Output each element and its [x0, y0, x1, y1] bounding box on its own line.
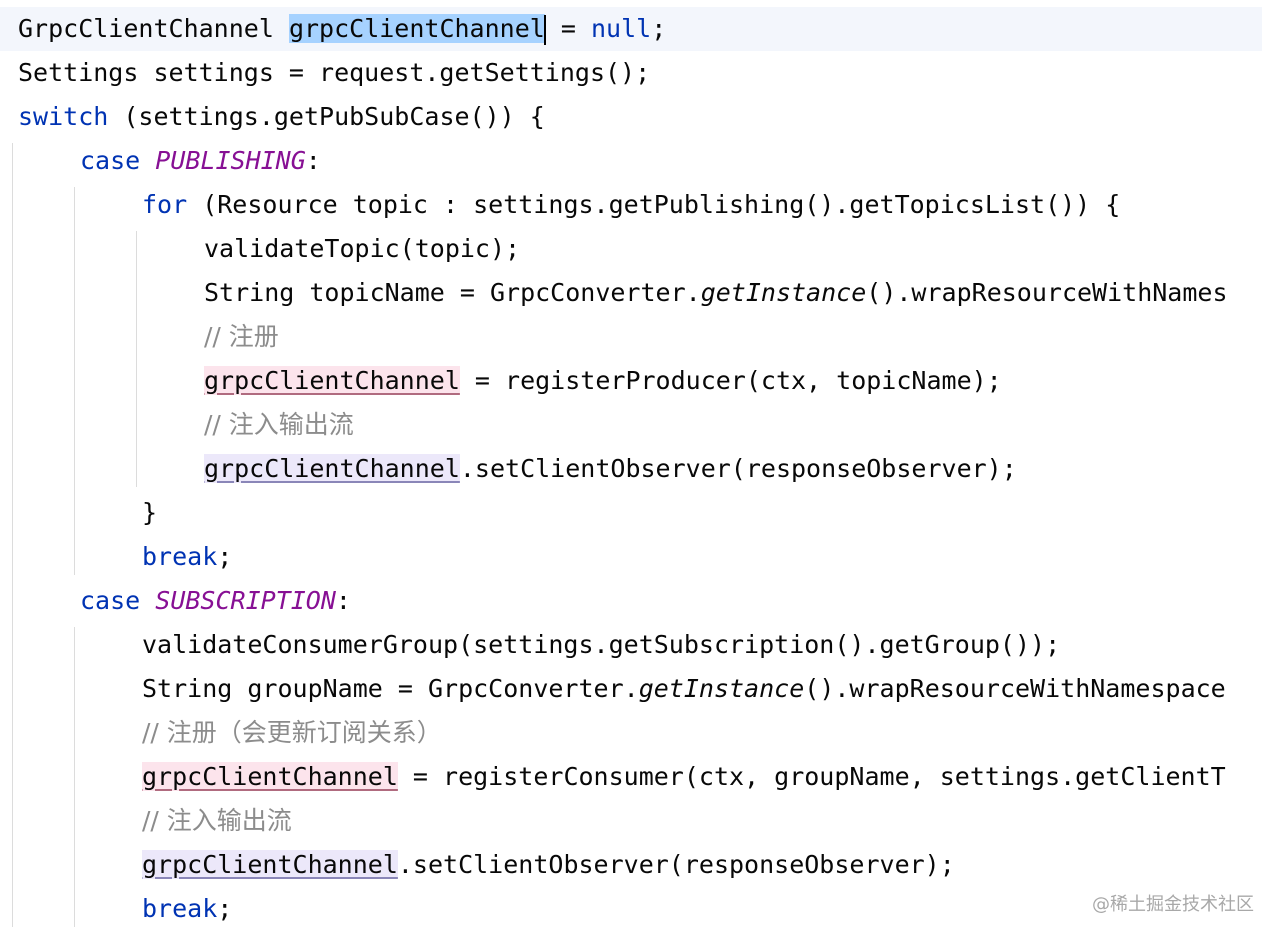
code-token: ;	[651, 14, 667, 43]
code-line-text: grpcClientChannel.setClientObserver(resp…	[204, 447, 1017, 491]
code-line-text: String groupName = GrpcConverter.getInst…	[142, 667, 1226, 711]
code-line-text: // 注入输出流	[204, 403, 354, 447]
code-line-text: switch (settings.getPubSubCase()) {	[18, 95, 545, 139]
indent-guide	[12, 143, 13, 927]
code-line[interactable]: validateConsumerGroup(settings.getSubscr…	[0, 623, 1262, 667]
code-line[interactable]: grpcClientChannel.setClientObserver(resp…	[0, 843, 1262, 887]
code-line-text: grpcClientChannel = registerProducer(ctx…	[204, 359, 1002, 403]
code-line[interactable]: case PUBLISHING:	[0, 139, 1262, 183]
code-comment: // 注册	[204, 322, 279, 351]
code-line[interactable]: }	[0, 491, 1262, 535]
code-line-text: break;	[142, 535, 232, 579]
code-line[interactable]: switch (settings.getPubSubCase()) {	[0, 95, 1262, 139]
code-line-text: }	[142, 491, 157, 535]
code-line[interactable]: break;	[0, 887, 1262, 931]
code-line[interactable]: break;	[0, 535, 1262, 579]
code-token: case	[80, 146, 156, 175]
code-line-text: // 注册	[204, 315, 279, 359]
code-line-text: grpcClientChannel.setClientObserver(resp…	[142, 843, 955, 887]
indent-guide	[74, 187, 75, 575]
code-token: grpcClientChannel	[142, 850, 398, 879]
code-line[interactable]: grpcClientChannel = registerConsumer(ctx…	[0, 755, 1262, 799]
code-token: :	[335, 586, 351, 615]
code-token: =	[545, 14, 591, 43]
code-line-text: case PUBLISHING:	[80, 139, 321, 183]
code-token: validateTopic(topic);	[204, 234, 521, 263]
code-token: break	[142, 894, 218, 923]
code-line[interactable]: String groupName = GrpcConverter.getInst…	[0, 667, 1262, 711]
text-caret	[543, 15, 546, 45]
code-line[interactable]: GrpcClientChannel grpcClientChannel = nu…	[0, 7, 1262, 51]
code-token: PUBLISHING	[155, 146, 306, 175]
code-token: SUBSCRIPTION	[155, 586, 336, 615]
code-token: validateConsumerGroup(settings.getSubscr…	[142, 630, 1061, 659]
code-token: for	[142, 190, 188, 219]
code-line[interactable]: for (Resource topic : settings.getPublis…	[0, 183, 1262, 227]
code-token: :	[305, 146, 321, 175]
code-token: break	[142, 542, 218, 571]
code-token: getInstance	[700, 278, 867, 307]
code-token: = registerConsumer(ctx, groupName, setti…	[397, 762, 1226, 791]
code-token: (settings.getPubSubCase()) {	[108, 102, 545, 131]
code-line-text: grpcClientChannel = registerConsumer(ctx…	[142, 755, 1226, 799]
code-token: grpcClientChannel	[204, 454, 460, 483]
code-token: = registerProducer(ctx, topicName);	[459, 366, 1002, 395]
code-line[interactable]: grpcClientChannel.setClientObserver(resp…	[0, 447, 1262, 491]
code-line-text: GrpcClientChannel grpcClientChannel = nu…	[18, 7, 666, 51]
code-line-text: String topicName = GrpcConverter.getInst…	[204, 271, 1228, 315]
code-line-text: validateConsumerGroup(settings.getSubscr…	[142, 623, 1060, 667]
code-line[interactable]: // 注册（会更新订阅关系）	[0, 711, 1262, 755]
code-line-text: break;	[142, 887, 232, 931]
code-comment: // 注册（会更新订阅关系）	[142, 718, 442, 747]
code-token: .setClientObserver(responseObserver);	[459, 454, 1017, 483]
code-token: ;	[217, 542, 233, 571]
code-token: ().wrapResourceWithNames	[866, 278, 1228, 307]
code-token: switch	[18, 102, 109, 131]
code-token: String groupName = GrpcConverter.	[142, 674, 639, 703]
watermark: @稀土掘金技术社区	[1092, 894, 1254, 915]
code-token: String topicName = GrpcConverter.	[204, 278, 701, 307]
code-token: Settings settings = request.getSettings(…	[18, 58, 651, 87]
code-line-text: // 注入输出流	[142, 799, 292, 843]
code-token: ().wrapResourceWithNamespace	[804, 674, 1226, 703]
code-comment: // 注入输出流	[204, 410, 354, 439]
code-token: }	[142, 498, 158, 527]
indent-guide	[136, 231, 137, 487]
code-token: grpcClientChannel	[204, 366, 460, 395]
code-line-text: Settings settings = request.getSettings(…	[18, 51, 650, 95]
code-token: grpcClientChannel	[288, 14, 545, 43]
code-line-text: // 注册（会更新订阅关系）	[142, 711, 442, 755]
code-line[interactable]: validateTopic(topic);	[0, 227, 1262, 271]
code-line[interactable]: // 注册	[0, 315, 1262, 359]
code-line-text: case SUBSCRIPTION:	[80, 579, 351, 623]
code-token: GrpcClientChannel	[18, 14, 289, 43]
code-line[interactable]: // 注入输出流	[0, 799, 1262, 843]
code-line[interactable]: String topicName = GrpcConverter.getInst…	[0, 271, 1262, 315]
code-line-text: for (Resource topic : settings.getPublis…	[142, 183, 1120, 227]
code-line[interactable]: Settings settings = request.getSettings(…	[0, 51, 1262, 95]
code-token: getInstance	[638, 674, 805, 703]
code-token: case	[80, 586, 156, 615]
code-line[interactable]: // 注入输出流	[0, 403, 1262, 447]
indent-guide	[74, 627, 75, 927]
code-line-text: validateTopic(topic);	[204, 227, 520, 271]
code-comment: // 注入输出流	[142, 806, 292, 835]
code-token: grpcClientChannel	[142, 762, 398, 791]
code-line[interactable]: grpcClientChannel = registerProducer(ctx…	[0, 359, 1262, 403]
code-token: .setClientObserver(responseObserver);	[397, 850, 955, 879]
code-token: null	[590, 14, 652, 43]
code-line[interactable]: case SUBSCRIPTION:	[0, 579, 1262, 623]
code-token: ;	[217, 894, 233, 923]
code-token: (Resource topic : settings.getPublishing…	[187, 190, 1121, 219]
